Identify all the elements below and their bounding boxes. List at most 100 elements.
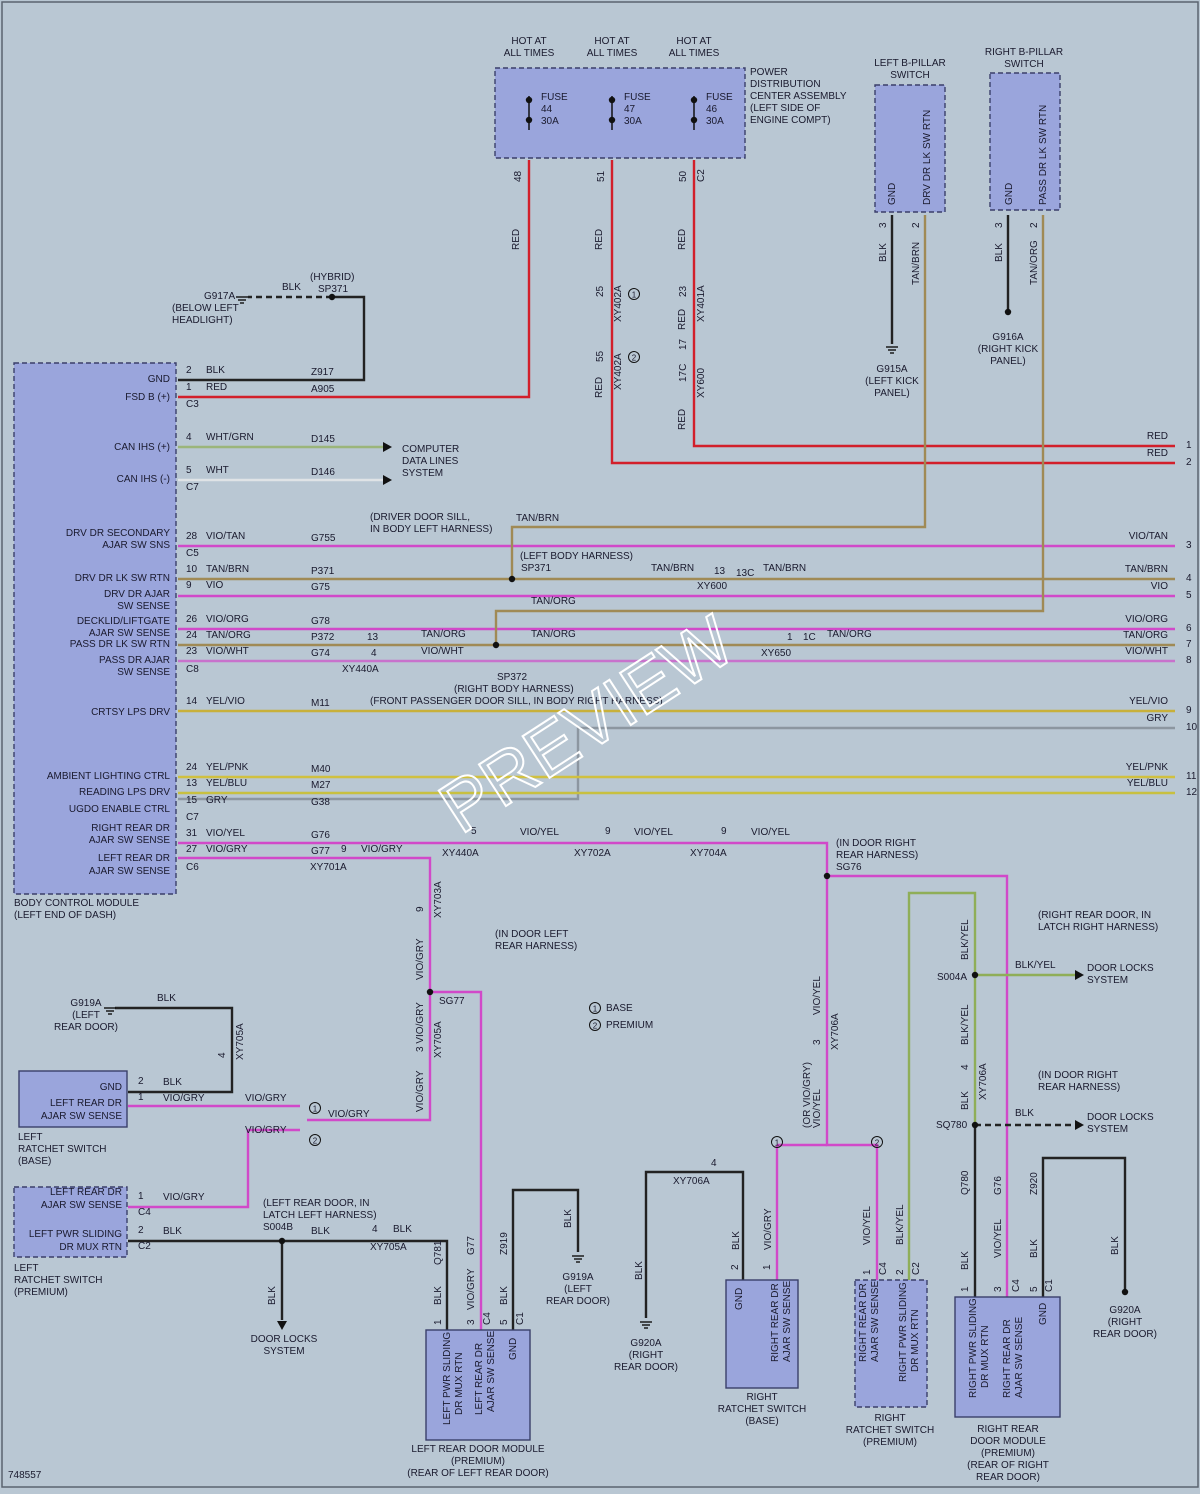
pin-number: 2 (138, 1076, 144, 1087)
wire-color: VIO/GRY (163, 1192, 205, 1203)
splice-id: SP372 (497, 672, 527, 683)
bcm-pin-label: DRV DR AJAR (104, 589, 170, 600)
edge-number: 7 (1186, 639, 1192, 650)
harness-note: IN BODY LEFT HARNESS) (370, 524, 492, 535)
splice-s004b (278, 1237, 286, 1245)
fuse-rating: 30A (541, 116, 559, 127)
connector-id: XY705A (370, 1242, 407, 1253)
circuit-id: G755 (311, 533, 336, 544)
pin-label: AJAR SW SENSE (1014, 1317, 1025, 1398)
right-ratchet-switch-premium (854, 1279, 928, 1408)
wire-color: BLK (634, 1261, 645, 1280)
wire-color: TAN/ORG (1029, 240, 1040, 285)
hot-at-all-times-label: ALL TIMES (587, 48, 638, 59)
harness-note: (IN DOOR RIGHT (1038, 1070, 1118, 1081)
connector-id: XY440A (342, 664, 379, 675)
wire-color: BLK (563, 1209, 574, 1228)
splice-sq780 (971, 1121, 979, 1129)
pin-number: 2 (138, 1225, 144, 1236)
pin-number: 26 (186, 614, 198, 625)
legend-base: BASE (606, 1003, 633, 1014)
ground-id: G919A (70, 998, 101, 1009)
ground-id: (LEFT (72, 1010, 100, 1021)
system-label: SYSTEM (402, 468, 443, 479)
harness-note: (IN DOOR LEFT (495, 929, 568, 940)
wire-color: BLK/YEL (895, 1204, 906, 1245)
fuse-label: FUSE (624, 92, 651, 103)
wire-color: BLK (206, 365, 225, 376)
pin-label: AJAR SW SENSE (486, 1331, 497, 1412)
bcm-title: (LEFT END OF DASH) (14, 910, 116, 921)
pin-label: AJAR SW SENSE (782, 1281, 793, 1362)
circuit-id: Z919 (499, 1232, 510, 1255)
hot-at-all-times-label: HOT AT (594, 36, 629, 47)
pin-number: 13 (714, 566, 726, 577)
wire-color: BLK (1029, 1239, 1040, 1258)
ground-icon (236, 296, 248, 304)
wire-color: VIO/GRY (328, 1109, 370, 1120)
wire-color: RED (677, 229, 688, 250)
wire-color: BLK (267, 1286, 278, 1305)
component-title: LEFT B-PILLAR (874, 58, 946, 69)
ground-id: REAR DOOR) (614, 1362, 678, 1373)
component-title: SWITCH (890, 70, 929, 81)
pin-number: 9 (341, 844, 347, 855)
pin-label: AJAR SW SENSE (41, 1200, 122, 1211)
wire-color: VIO/WHT (1125, 646, 1168, 657)
hot-at-all-times-label: HOT AT (511, 36, 546, 47)
pin-label: AJAR SW SENSE (870, 1281, 881, 1362)
ground-id: (LEFT KICK (865, 376, 919, 387)
component-title: RATCHET SWITCH (846, 1425, 935, 1436)
wire-color: GRY (206, 795, 228, 806)
wire-color: GRY (1147, 713, 1169, 724)
pin-label: GND (887, 183, 898, 205)
wire-color: TAN/BRN (763, 563, 806, 574)
wire-color: VIO (1151, 581, 1168, 592)
wire-color: RED (594, 377, 605, 398)
ground-icon (572, 1255, 584, 1263)
connector-id: XY703A (433, 881, 444, 918)
pin-number: 9 (605, 826, 611, 837)
connector-id: C4 (1011, 1279, 1022, 1292)
wire-color: VIO/YEL (206, 828, 245, 839)
fuse-rating: 30A (706, 116, 724, 127)
harness-note: (FRONT PASSENGER DOOR SILL, IN BODY RIGH… (370, 696, 663, 707)
bcm-pin-label: AJAR SW SENSE (89, 866, 170, 877)
wire-color: VIO/ORG (1125, 614, 1168, 625)
pin-number: 3 (994, 222, 1005, 228)
pin-number: 28 (186, 531, 198, 542)
connector-id: XY600 (697, 581, 727, 592)
pin-label: LEFT REAR DR (474, 1343, 485, 1415)
pin-number: 2 (730, 1264, 741, 1270)
pin-number: 2 (186, 365, 192, 376)
left-ratchet-switch-base (18, 1070, 128, 1128)
system-label: DATA LINES (402, 456, 459, 467)
wire-color: TAN/ORG (827, 629, 872, 640)
ground-id: (LEFT (564, 1284, 592, 1295)
ground-icon (104, 1007, 116, 1015)
pin-number: 27 (186, 844, 198, 855)
wire-color: TAN/BRN (911, 242, 922, 285)
bcm-pin-label: DRV DR SECONDARY (66, 528, 170, 539)
pin-label: RIGHT REAR DR (1002, 1319, 1013, 1398)
harness-note: REAR HARNESS) (1038, 1082, 1120, 1093)
pin-number: 17C (678, 364, 689, 382)
pin-number: 1 (762, 1264, 773, 1270)
pin-label: LEFT PWR SLIDING (29, 1229, 122, 1240)
pin-number: 15 (186, 795, 198, 806)
wire-color: BLK (1110, 1236, 1121, 1255)
ground-location: (BELOW LEFT (172, 303, 239, 314)
edge-number: 10 (1186, 722, 1198, 733)
wire-color: VIO/YEL (634, 827, 673, 838)
connector-id: C2 (696, 169, 707, 182)
circuit-id: M40 (311, 764, 331, 775)
bcm-title: BODY CONTROL MODULE (14, 898, 139, 909)
wire-color: RED (206, 382, 227, 393)
component-title: (REAR OF RIGHT (967, 1460, 1049, 1471)
component-title: LEFT REAR DOOR MODULE (411, 1444, 544, 1455)
connector-id: C7 (186, 482, 199, 493)
connector-id: XY440A (442, 848, 479, 859)
connector-id: C6 (186, 862, 199, 873)
fuse-terminal (525, 96, 533, 104)
pin-number: 4 (372, 1224, 378, 1235)
